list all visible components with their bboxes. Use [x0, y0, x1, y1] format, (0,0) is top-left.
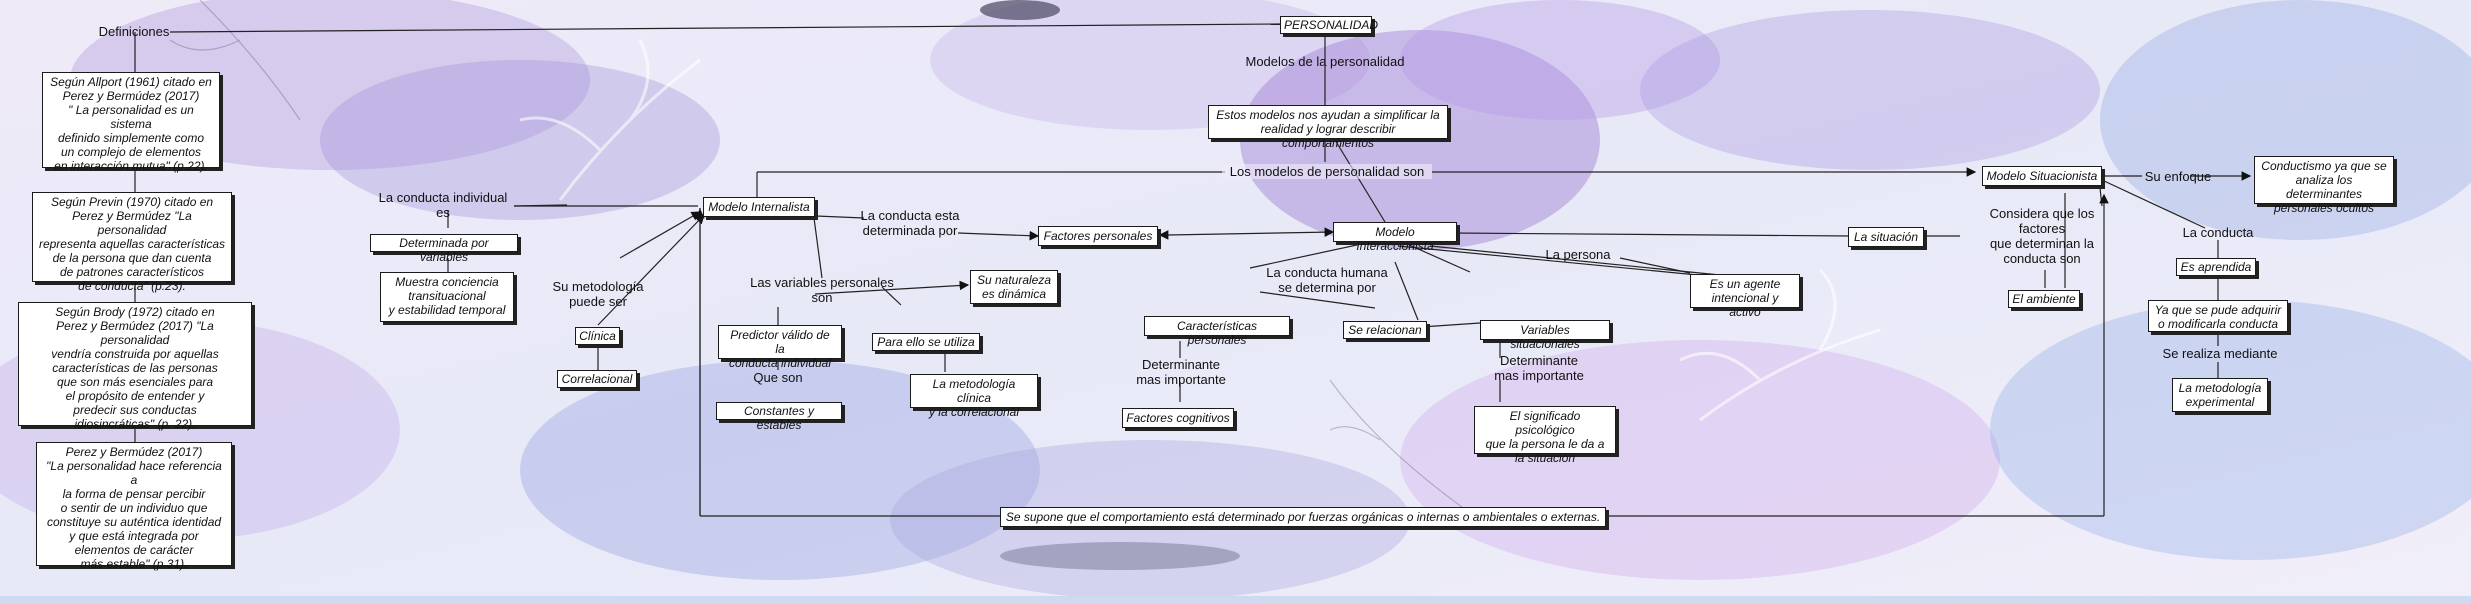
node-muestra-conciencia: Muestra conciencia transituacional y est… [380, 272, 514, 322]
node-su-naturaleza: Su naturaleza es dinámica [970, 270, 1058, 304]
node-el-ambiente: El ambiente [2008, 290, 2080, 308]
label-considera: Considera que los factores que determina… [1989, 206, 2095, 266]
node-brody: Según Brody (1972) citado en Perez y Ber… [18, 302, 252, 431]
node-ya-que: Ya que se pude adquirir o modificarla co… [2148, 300, 2288, 332]
node-previn: Según Previn (1970) citado en Perez y Be… [32, 192, 232, 293]
node-caracteristicas-personales: Características personales [1144, 316, 1290, 347]
node-conductismo: Conductismo ya que se analiza los determ… [2254, 156, 2394, 215]
label-modelos-de: Modelos de la personalidad [1245, 54, 1405, 69]
label-definiciones: Definiciones [98, 24, 170, 39]
node-significado: El significado psicológico que la person… [1474, 406, 1616, 465]
label-que-son: Que son [753, 370, 803, 385]
label-conducta-humana: La conducta humana se determina por [1266, 265, 1388, 295]
node-para-ello: Para ello se utiliza [872, 333, 980, 351]
node-la-situacion: La situación [1848, 227, 1924, 247]
node-metodologia-clinica: La metodología clínica y la correlaciona… [910, 374, 1038, 419]
label-conducta-esta: La conducta esta determinada por [860, 208, 960, 238]
node-se-supone: Se supone que el comportamiento está det… [1000, 507, 1606, 527]
node-modelo-interaccionista: Modelo Interaccionista [1333, 222, 1457, 253]
node-predictor: Predictor válido de la conducta individu… [718, 325, 842, 370]
bottom-strip [0, 596, 2471, 604]
node-clinica: Clínica [575, 327, 620, 345]
node-es-aprendida: Es aprendida [2176, 258, 2256, 276]
label-la-persona: La persona [1545, 247, 1611, 262]
label-determinante-2: Determinante mas importante [1494, 353, 1584, 383]
node-personalidad: PERSONALIDAD [1280, 16, 1378, 34]
node-factores-personales: Factores personales [1038, 226, 1158, 246]
label-su-metodologia: Su metodología puede ser [552, 279, 644, 309]
node-allport: Según Allport (1961) citado en Perez y B… [42, 72, 220, 173]
label-se-realiza: Se realiza mediante [2162, 346, 2278, 361]
node-perez: Perez y Bermúdez (2017) "La personalidad… [36, 442, 232, 571]
node-modelo-internalista: Modelo Internalista [703, 197, 815, 217]
node-modelo-situacionista: Modelo Situacionista [1982, 166, 2102, 186]
node-es-un-agente: Es un agente intencional y activo [1690, 274, 1800, 319]
node-correlacional: Correlacional [557, 370, 637, 388]
node-variables-situacionales: Variables situacionales [1480, 320, 1610, 351]
label-determinante-1: Determinante mas importante [1136, 357, 1226, 387]
label-variables-personales: Las variables personales son [750, 275, 894, 305]
node-se-relacionan: Se relacionan [1343, 321, 1427, 339]
node-factores-cognitivos: Factores cognitivos [1122, 408, 1234, 428]
label-conducta-individual: La conducta individual es [378, 190, 508, 220]
node-metodologia-experimental: La metodología experimental [2172, 378, 2268, 412]
node-determinada-variables: Determinada por variables [370, 234, 518, 264]
label-la-conducta: La conducta [2182, 225, 2254, 240]
label-los-modelos-son: Los modelos de personalidad son [1222, 164, 1432, 179]
node-estos-modelos: Estos modelos nos ayudan a simplificar l… [1208, 105, 1448, 150]
node-constantes: Constantes y estables [716, 402, 842, 432]
label-su-enfoque: Su enfoque [2144, 169, 2212, 184]
